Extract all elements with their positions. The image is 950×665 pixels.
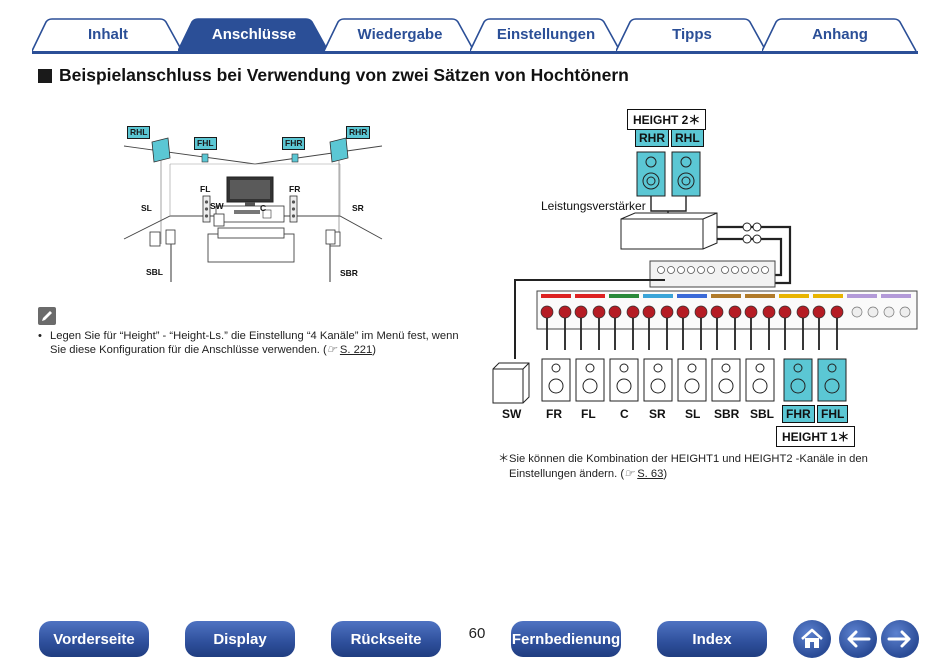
tab-label: Einstellungen [496,26,596,43]
c-label: C [260,203,267,213]
speaker-label-sbr: SBR [714,407,740,421]
tab-shape [178,18,329,51]
page-title: Beispielanschluss bei Verwendung von zwe… [59,65,629,85]
tab-shape [616,18,767,51]
note-page-reference[interactable]: (☞ S. 221) [323,344,376,356]
floor-speaker-icons [541,358,847,402]
tab-shape [324,18,475,51]
rhr-label: RHR [346,126,371,139]
tab-label: Wiedergabe [357,26,443,43]
tab-label: Inhalt [88,26,128,43]
note-bullet: • [38,330,42,342]
speaker-label-fl: FL [581,407,596,421]
footnote: ＊ Sie können die Kombination der HEIGHT1… [498,452,888,481]
tab-shape [470,18,621,51]
fhr-label: FHR [282,137,306,150]
ref-page-link[interactable]: S. 63 [637,467,664,480]
tab-label: Anhang [812,26,868,43]
height1-text: HEIGHT 1 [782,430,838,444]
rhr-tag: RHR [635,129,669,147]
rhr-speaker-icon [329,137,349,163]
subwoofer-icon [213,213,225,227]
ref-open: ( [323,344,327,356]
tab-bar: Inhalt Anschlüsse Wiedergabe Einstellung… [32,14,918,54]
sbl-label: SBL [146,267,163,277]
back-button[interactable] [839,620,877,658]
footnote-page-reference[interactable]: (☞ S. 63) [620,468,667,480]
home-icon [801,628,823,648]
ref-close: ) [663,467,668,480]
tab-inhalt[interactable]: Inhalt [32,18,184,51]
wiring-diagram [492,151,918,404]
tab-shape [32,18,183,51]
tab-baseline [32,51,918,54]
power-amplifier-icon [620,212,718,250]
amplifier-label: Leistungsverstärker [541,199,646,213]
page-number: 60 [468,625,486,642]
hand-pointer-icon: ☞ [624,467,635,480]
tab-label: Anschlüsse [211,26,297,43]
sl-label: SL [141,203,152,213]
ref-close: ) [372,344,376,356]
height2-text: HEIGHT 2 [633,113,689,127]
fhl-label: FHL [194,137,217,150]
fl-label: FL [200,184,211,194]
speaker-label-fhr: FHR [782,405,815,423]
ref-open: ( [620,467,625,480]
note-body: Legen Sie für “Height” - “Height-Ls.” di… [50,330,459,356]
tab-wiedergabe[interactable]: Wiedergabe [324,18,476,51]
note-paragraph: • Legen Sie für “Height” - “Height-Ls.” … [38,329,468,357]
fhl-speaker-icon [201,153,209,163]
tab-anhang[interactable]: Anhang [762,18,918,51]
sbr-label: SBR [340,268,358,278]
rhl-speaker-icon [151,137,171,163]
terminal-color-strip [541,294,911,298]
nav-button-display[interactable]: Display [185,621,295,657]
nav-button-vorderseite[interactable]: Vorderseite [39,621,149,657]
height1-asterisk: ＊ [837,430,850,444]
home-button[interactable] [793,620,831,658]
forward-arrow-icon [887,630,911,648]
subwoofer-box-icon [492,362,530,404]
sbr-speaker-icon [325,229,336,245]
sbl-speaker-icon [165,229,176,245]
forward-button[interactable] [881,620,919,658]
rhl-label: RHL [127,126,151,139]
speaker-label-fhl: FHL [817,405,849,423]
note-pencil-icon [38,307,56,325]
speaker-label-sl: SL [685,407,701,421]
speaker-label-fr: FR [546,407,562,421]
tab-einstellungen[interactable]: Einstellungen [470,18,622,51]
hand-pointer-icon: ☞ [326,344,337,356]
speaker-label-sr: SR [649,407,666,421]
speaker-label-sw: SW [502,407,522,421]
footnote-asterisk: ＊ [498,453,510,465]
rhl-tag: RHL [671,129,704,147]
room-layout-diagram [123,137,383,282]
speaker-label-c: C [620,407,629,421]
footnote-body: Sie können die Kombination der HEIGHT1 u… [509,453,868,480]
back-arrow-icon [847,630,871,648]
tab-tipps[interactable]: Tipps [616,18,768,51]
sr-label: SR [352,203,364,213]
sw-label: SW [210,201,224,211]
tab-shape [762,18,917,51]
fhr-speaker-icon [291,153,299,163]
sofa-icon [207,233,295,263]
fr-label: FR [289,184,301,194]
section-heading: Beispielanschluss bei Verwendung von zwe… [38,65,629,86]
height2-asterisk: ＊ [688,113,701,127]
tab-anschluesse[interactable]: Anschlüsse [178,18,330,51]
receiver-pre-out-panel [649,260,776,288]
speaker-label-sbl: SBL [750,407,774,421]
nav-button-fernbedienung[interactable]: Fernbedienung [511,621,621,657]
tab-label: Tipps [672,26,712,43]
height1-label: HEIGHT 1＊ [776,426,856,447]
nav-button-rueckseite[interactable]: Rückseite [331,621,441,657]
height2-label: HEIGHT 2＊ [627,109,707,130]
sl-speaker-icon [149,231,161,247]
nav-button-index[interactable]: Index [657,621,767,657]
heading-square-icon [38,68,52,83]
ref-page-link[interactable]: S. 221 [339,344,373,356]
